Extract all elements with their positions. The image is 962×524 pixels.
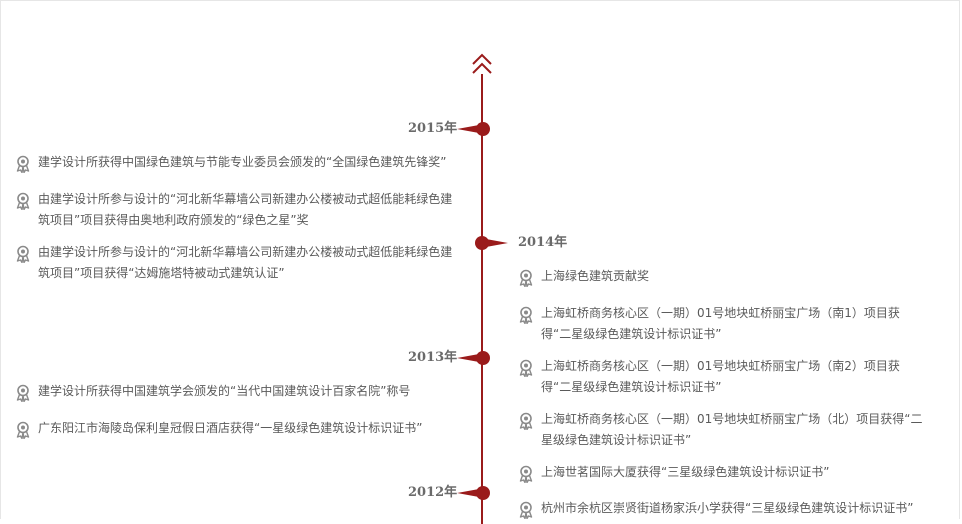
item-text: 由建学设计所参与设计的“河北新华幕墙公司新建办公楼被动式超低能耗绿色建筑项目”项… xyxy=(38,192,453,227)
medal-icon xyxy=(16,155,30,173)
list-item: 杭州市余杭区崇贤街道杨家浜小学获得“三星级绿色建筑设计标识证书” xyxy=(518,498,948,519)
timeline-node-icon xyxy=(457,486,490,500)
timeline-node-icon xyxy=(457,122,490,136)
timeline-node-icon xyxy=(457,351,490,365)
item-text: 由建学设计所参与设计的“河北新华幕墙公司新建办公楼被动式超低能耗绿色建筑项目”项… xyxy=(38,245,453,280)
item-text: 广东阳江市海陵岛保利皇冠假日酒店获得“一星级绿色建筑设计标识证书” xyxy=(38,421,423,435)
list-item: 上海虹桥商务核心区（一期）01号地块虹桥丽宝广场（南1）项目获得“二星级绿色建筑… xyxy=(518,303,928,345)
item-text: 建学设计所获得中国绿色建筑与节能专业委员会颁发的“全国绿色建筑先锋奖” xyxy=(38,155,447,169)
timeline-axis xyxy=(481,74,483,524)
year-marker-2013: 2013年 xyxy=(400,348,492,368)
medal-icon xyxy=(519,306,533,324)
item-text: 上海虹桥商务核心区（一期）01号地块虹桥丽宝广场（北）项目获得“二星级绿色建筑设… xyxy=(541,412,923,447)
list-item: 上海虹桥商务核心区（一期）01号地块虹桥丽宝广场（南2）项目获得“二星级绿色建筑… xyxy=(518,356,928,398)
year-marker-2012: 2012年 xyxy=(400,483,492,503)
medal-icon xyxy=(519,501,533,519)
double-chevron-up-icon[interactable] xyxy=(471,52,493,76)
medal-icon xyxy=(519,359,533,377)
year-label: 2013年 xyxy=(408,350,458,365)
list-item: 建学设计所获得中国绿色建筑与节能专业委员会颁发的“全国绿色建筑先锋奖” xyxy=(15,152,455,173)
list-item: 上海世茗国际大厦获得“三星级绿色建筑设计标识证书” xyxy=(518,462,928,483)
list-item: 由建学设计所参与设计的“河北新华幕墙公司新建办公楼被动式超低能耗绿色建筑项目”项… xyxy=(15,189,455,231)
year-marker-2015: 2015年 xyxy=(400,119,492,139)
medal-icon xyxy=(519,269,533,287)
item-text: 杭州市余杭区崇贤街道杨家浜小学获得“三星级绿色建筑设计标识证书” xyxy=(541,501,914,515)
year-label: 2012年 xyxy=(408,485,458,500)
item-text: 上海虹桥商务核心区（一期）01号地块虹桥丽宝广场（南1）项目获得“二星级绿色建筑… xyxy=(541,306,900,341)
list-item: 上海虹桥商务核心区（一期）01号地块虹桥丽宝广场（北）项目获得“二星级绿色建筑设… xyxy=(518,409,928,451)
item-text: 上海世茗国际大厦获得“三星级绿色建筑设计标识证书” xyxy=(541,465,830,479)
list-item: 上海绿色建筑贡献奖 xyxy=(518,266,928,287)
medal-icon xyxy=(16,192,30,210)
year-label: 2015年 xyxy=(408,121,458,136)
list-item: 广东阳江市海陵岛保利皇冠假日酒店获得“一星级绿色建筑设计标识证书” xyxy=(15,418,455,439)
list-item: 由建学设计所参与设计的“河北新华幕墙公司新建办公楼被动式超低能耗绿色建筑项目”项… xyxy=(15,242,455,284)
timeline-node-icon xyxy=(475,236,508,250)
medal-icon xyxy=(16,421,30,439)
year-label: 2014年 xyxy=(518,235,568,250)
item-text: 建学设计所获得中国建筑学会颁发的“当代中国建筑设计百家名院”称号 xyxy=(38,384,411,398)
medal-icon xyxy=(16,245,30,263)
list-item: 建学设计所获得中国建筑学会颁发的“当代中国建筑设计百家名院”称号 xyxy=(15,381,455,402)
item-text: 上海绿色建筑贡献奖 xyxy=(541,269,650,283)
medal-icon xyxy=(16,384,30,402)
medal-icon xyxy=(519,465,533,483)
item-text: 上海虹桥商务核心区（一期）01号地块虹桥丽宝广场（南2）项目获得“二星级绿色建筑… xyxy=(541,359,900,394)
year-marker-2014: 2014年 xyxy=(474,233,574,253)
medal-icon xyxy=(519,412,533,430)
